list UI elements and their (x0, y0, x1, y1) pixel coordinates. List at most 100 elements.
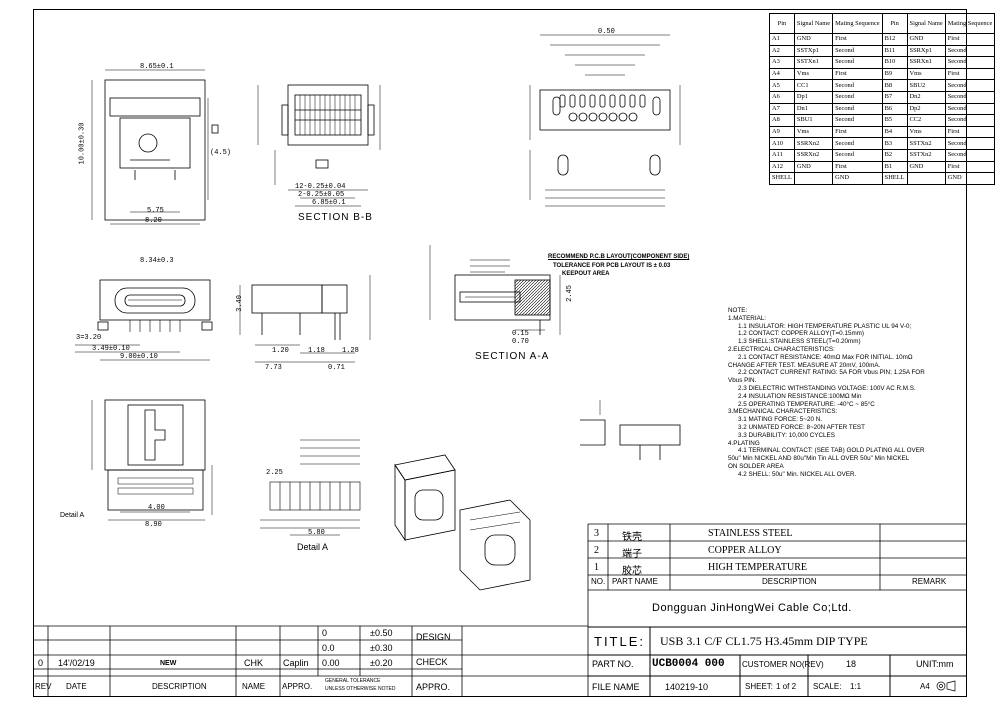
pin-table-cell: A2 (769, 44, 795, 58)
dim-label: 3.49±0.10 (92, 345, 130, 353)
section-aa-view (429, 245, 561, 335)
note-line: 3.3 DURABILITY: 10,000 CYCLES (738, 431, 835, 439)
pin-table-cell: B5 (881, 114, 908, 127)
pin-table-cell: First (944, 160, 996, 174)
note-line: 3.MECHANICAL CHARACTERISTICS: (728, 408, 838, 416)
note-line: 4.2 SHELL: 50u" Min. NICKEL ALL OVER. (738, 470, 857, 478)
note-line: 3.1 MATING FORCE: 5~20 N. (738, 416, 823, 424)
part-no-label: PART NO. (592, 659, 634, 669)
pin-table-cell: Second (832, 137, 883, 150)
rev-date: 14'/02/19 (58, 658, 95, 668)
pin-table-cell: B4 (881, 125, 908, 139)
pin-table-cell: A11 (769, 148, 795, 162)
bottom-view (91, 399, 213, 521)
dim-label: 0.50 (598, 28, 615, 36)
pin-table-cell: A8 (769, 114, 795, 127)
pin-table-cell: Second (944, 102, 996, 116)
isometric-views (394, 454, 531, 591)
pin-table-cell: First (944, 67, 996, 81)
projection-symbol-icon (936, 680, 956, 692)
pin-table-cell: Second (944, 79, 996, 92)
pin-table-cell: Second (944, 44, 996, 58)
note-line: 1.2 CONTACT: COPPER ALLOY(T=0.15mm) (738, 330, 865, 338)
tolerance-cell: 0.00 (322, 658, 340, 668)
dim-label: 2.25 (266, 469, 283, 477)
pin-table-cell: B10 (881, 56, 908, 69)
detail-a-label: Detail A (297, 542, 329, 552)
sheet-value: 1 of 2 (776, 682, 797, 691)
pin-table-cell: A7 (769, 102, 795, 116)
pin-table-cell: B6 (881, 102, 908, 116)
part-no-value: UCB0004 000 (652, 658, 725, 670)
tolerance-cell: ±0.50 (370, 628, 393, 638)
note-line: 2.ELECTRICAL CHARACTERISTICS: (728, 345, 835, 353)
bom-desc: COPPER ALLOY (708, 545, 782, 556)
dim-label: 8.65±0.1 (140, 63, 174, 71)
bom-header-remark: REMARK (912, 577, 947, 586)
pin-table-cell: First (832, 67, 883, 81)
bom-desc: STAINLESS STEEL (708, 528, 793, 539)
note-line: CHANGE AFTER TEST. MEASURE AT 20mV, 100m… (728, 361, 881, 369)
bom-part: 端子 (622, 549, 642, 560)
section-aa-label: SECTION A-A (475, 351, 550, 362)
pin-table-cell (793, 172, 834, 185)
dim-label: 0.71 (328, 364, 345, 372)
design-label: DESIGN (416, 632, 451, 642)
pin-table-cell: B3 (881, 137, 908, 150)
dim-label: 8.90 (145, 521, 162, 529)
note-line: 2.3 DIELECTRIC WITHSTANDING VOLTAGE: 100… (738, 384, 916, 392)
pin-table-cell: Second (832, 79, 883, 92)
pin-table-cell: GND (944, 172, 996, 185)
dim-label: 12-0.25±0.04 (295, 183, 346, 191)
pin-table-cell: A5 (769, 79, 795, 92)
sheet-label: SHEET: (745, 682, 774, 691)
pin-table-header-cell: Mating Sequence (944, 13, 996, 34)
customer-label: CUSTOMER NO(REV) (742, 660, 824, 669)
bom-no: 2 (594, 545, 599, 556)
pin-table-cell: SBU1 (793, 114, 834, 127)
pin-table-cell: Second (944, 56, 996, 69)
col-appro: APPRO. (282, 682, 313, 691)
pin-table-cell: Second (832, 114, 883, 127)
profile-sketch (580, 400, 681, 460)
tolerance-cell: ±0.30 (370, 643, 393, 653)
note-line: 2.1 CONTACT RESISTANCE: 40mΩ Max FOR INI… (738, 353, 913, 361)
note-line: 4.PLATING (728, 439, 760, 447)
pin-table-header-cell: Pin (881, 13, 908, 34)
unit-label: UNIT:mm (916, 659, 954, 669)
drawing-sheet-border (33, 9, 967, 697)
pin-table-header-cell: Pin (769, 13, 795, 34)
col-name: NAME (242, 682, 266, 691)
pin-table-cell: A6 (769, 90, 795, 104)
pcb-tolerance-note: TOLERANCE FOR PCB LAYOUT IS ± 0.03 (553, 263, 671, 269)
pin-table-cell: Vms (906, 125, 946, 139)
dim-label: 2-0.25±0.05 (298, 191, 345, 199)
pin-table-header-cell: Signal Name (793, 13, 834, 34)
unless-noted: UNLESS OTHERWISE NOTED (325, 686, 396, 692)
customer-value: 18 (846, 659, 857, 669)
pin-table-cell: A4 (769, 67, 795, 81)
title-block-lines (588, 626, 967, 697)
bom-header-desc: DESCRIPTION (762, 577, 817, 586)
bom-header-no: NO. (591, 577, 606, 586)
tolerance-cell: 0.0 (322, 643, 335, 653)
pin-table-cell: GND (793, 160, 834, 174)
pin-table-cell: A12 (769, 160, 795, 174)
company-name: Dongguan JinHongWei Cable Co;Ltd. (652, 602, 852, 614)
revision-block-lines (33, 625, 588, 697)
dim-label: 5.80 (308, 529, 325, 537)
pin-table-cell: A9 (769, 125, 795, 139)
pin-table-cell: B8 (881, 79, 908, 92)
check-label: CHECK (416, 657, 448, 667)
pin-table-cell: SSRXn2 (793, 137, 834, 150)
drawing-title: USB 3.1 C/F CL1.75 H3.45mm DIP TYPE (660, 634, 868, 648)
keepout-label: KEEPOUT AREA (562, 271, 610, 277)
pin-table-cell: Second (832, 44, 883, 58)
